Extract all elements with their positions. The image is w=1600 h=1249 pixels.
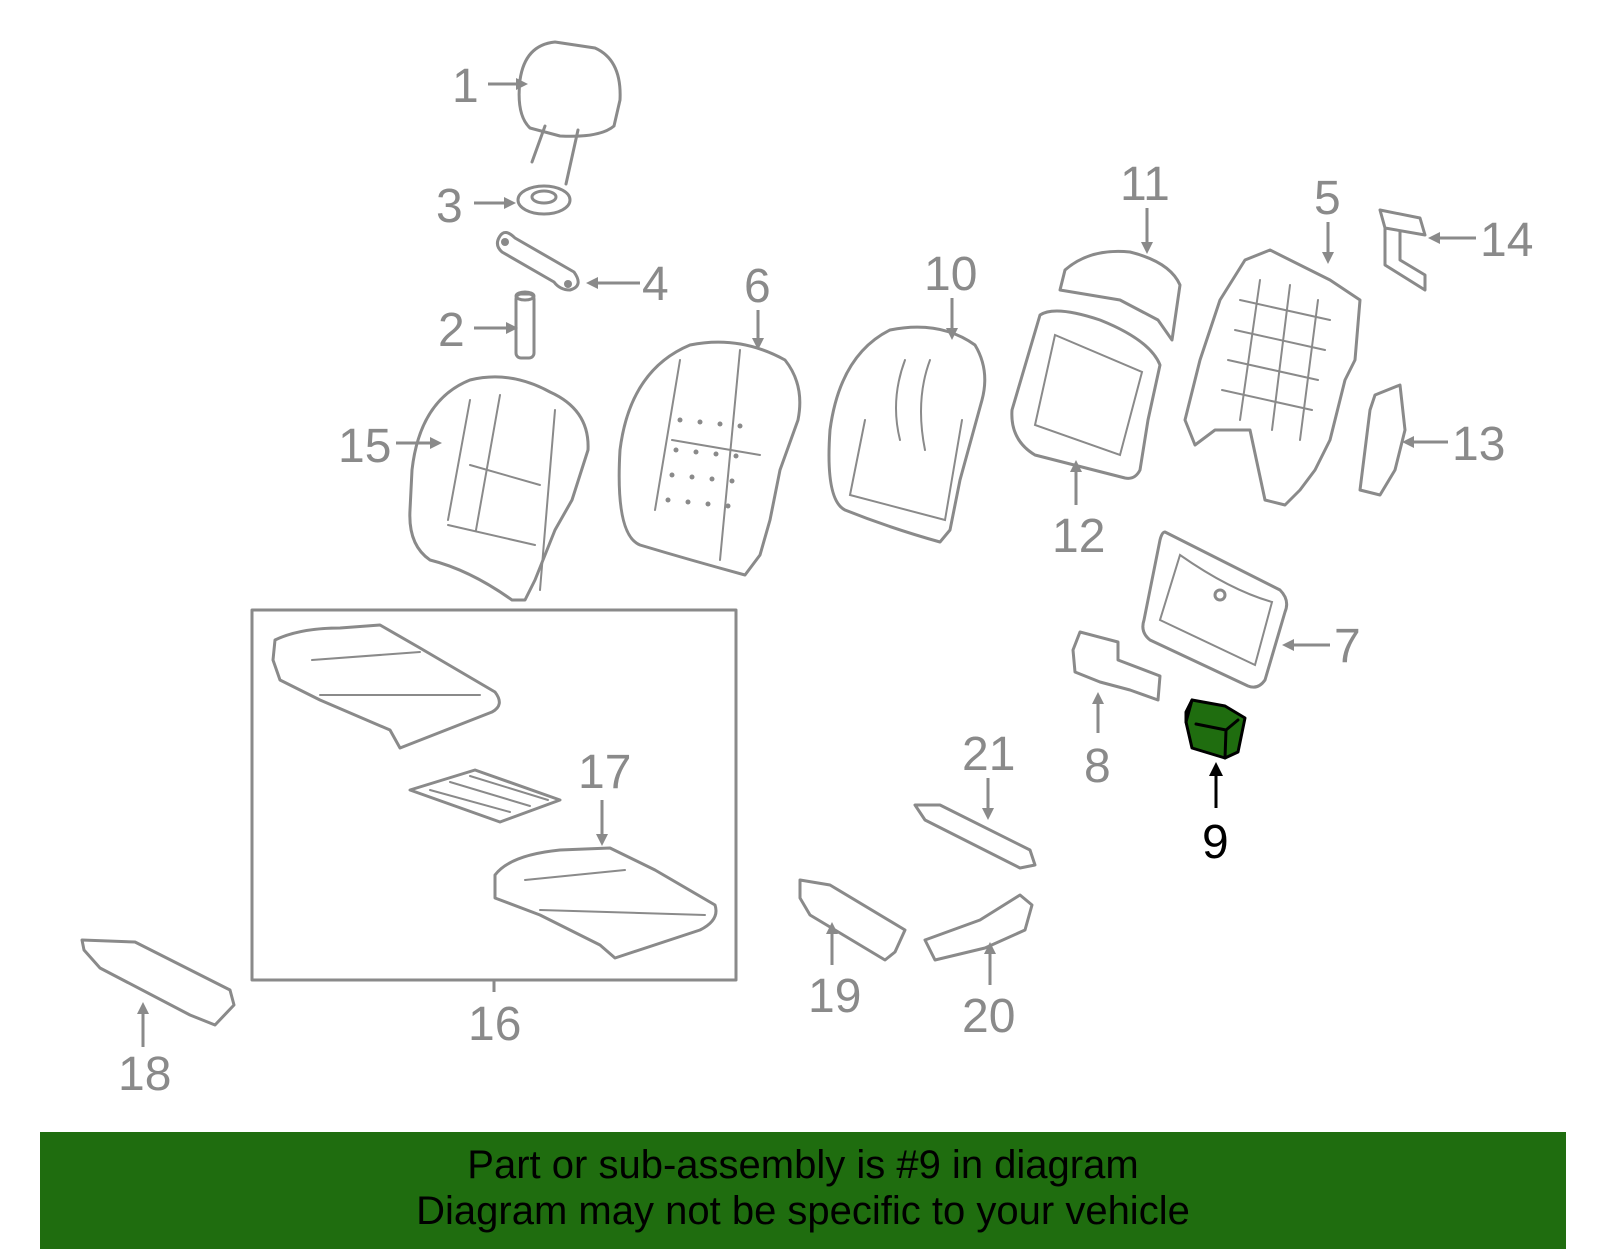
callout-8: 8	[1084, 740, 1111, 793]
callout-labels: 1 2 3 4 5 6 7 8 9 10 11 12 13 14 15 16 1…	[118, 60, 1533, 1101]
part-17-cushion-pad[interactable]	[493, 846, 718, 960]
part-14-bracket[interactable]	[1378, 208, 1427, 292]
part-5-seatback-frame[interactable]	[1183, 248, 1362, 507]
seat-parts-diagram: 1 2 3 4 5 6 7 8 9 10 11 12 13 14 15 16 1…	[80, 40, 1533, 1101]
part-8-bracket[interactable]	[1071, 630, 1162, 702]
part-7-rear-panel[interactable]	[1141, 530, 1289, 689]
callout-15: 15	[338, 420, 391, 473]
callout-6: 6	[744, 260, 771, 313]
part-21-trim[interactable]	[913, 803, 1037, 870]
part-16-cushion-cover[interactable]	[271, 623, 501, 750]
callout-2: 2	[438, 304, 465, 357]
part-15-seatback-cover[interactable]	[408, 375, 590, 602]
callout-1: 1	[452, 60, 479, 113]
banner-disclaimer: Diagram may not be specific to your vehi…	[416, 1189, 1190, 1233]
callout-arrows	[137, 78, 1476, 1047]
part-4-bracket[interactable]	[495, 231, 580, 292]
callout-14: 14	[1480, 214, 1533, 267]
callout-3: 3	[436, 180, 463, 233]
part-20-trim[interactable]	[923, 893, 1034, 962]
callout-19: 19	[808, 970, 861, 1023]
callout-13: 13	[1452, 418, 1505, 471]
callout-11: 11	[1120, 158, 1170, 211]
callout-16: 16	[468, 998, 521, 1051]
callout-12: 12	[1052, 510, 1105, 563]
part-6-seatback-cover[interactable]	[617, 340, 802, 577]
part-18-side-trim[interactable]	[80, 938, 236, 1027]
callout-5: 5	[1314, 172, 1341, 225]
callout-10: 10	[924, 248, 977, 301]
callout-7: 7	[1334, 620, 1361, 673]
callout-17: 17	[578, 746, 631, 799]
callout-21: 21	[962, 728, 1015, 781]
part-9-module[interactable]	[1184, 698, 1247, 760]
info-banner: Part or sub-assembly is #9 in diagram Di…	[40, 1132, 1566, 1249]
part-3-grommet[interactable]	[516, 184, 572, 216]
callout-arrow-9	[1209, 762, 1223, 808]
callout-4: 4	[642, 258, 669, 311]
part-1-headrest[interactable]	[517, 40, 622, 186]
part-19-trim[interactable]	[798, 878, 907, 962]
part-12-back-panel[interactable]	[1010, 309, 1162, 480]
part-16-cushion-frame[interactable]	[408, 768, 562, 824]
part-10-seatback-pad[interactable]	[827, 325, 987, 544]
callout-18: 18	[118, 1048, 171, 1101]
part-11-upper-cover[interactable]	[1058, 249, 1182, 342]
banner-part-notice: Part or sub-assembly is #9 in diagram	[467, 1143, 1139, 1187]
callout-20: 20	[962, 990, 1015, 1043]
callout-9[interactable]: 9	[1202, 816, 1229, 869]
part-13-side-bracket[interactable]	[1358, 383, 1407, 497]
part-2-guide[interactable]	[514, 290, 536, 360]
